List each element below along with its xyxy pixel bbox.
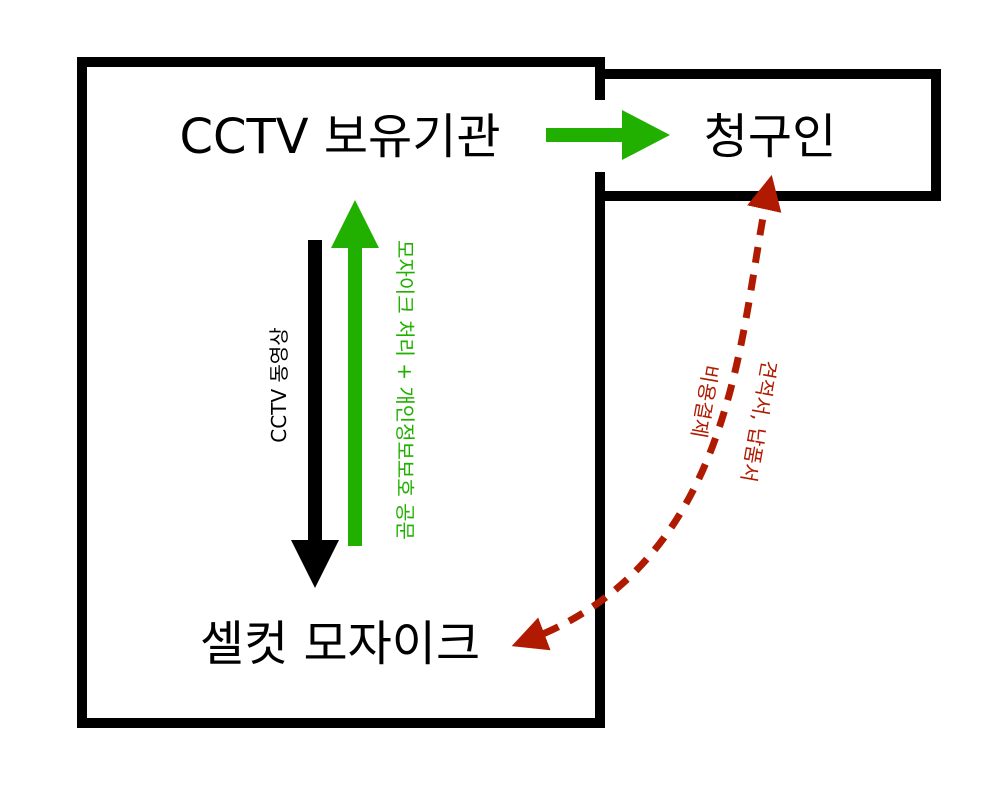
label-processed: 모자이크 처리 + 개인정보보호 공문 (393, 240, 417, 540)
node-mosaic: 셀컷 모자이크 (200, 616, 480, 672)
green-arrow-right (546, 110, 670, 160)
label-quote: 견적서, 납품서 (736, 359, 781, 484)
label-video: CCTV 동영상 (267, 327, 291, 442)
red-dashed-arrow (511, 174, 782, 651)
node-requester: 청구인 (704, 109, 836, 165)
node-holder: CCTV 보유기관 (179, 109, 500, 165)
green-arrow-up (331, 200, 379, 546)
black-arrow-down (291, 240, 339, 588)
label-payment: 비용결제 (687, 363, 723, 440)
